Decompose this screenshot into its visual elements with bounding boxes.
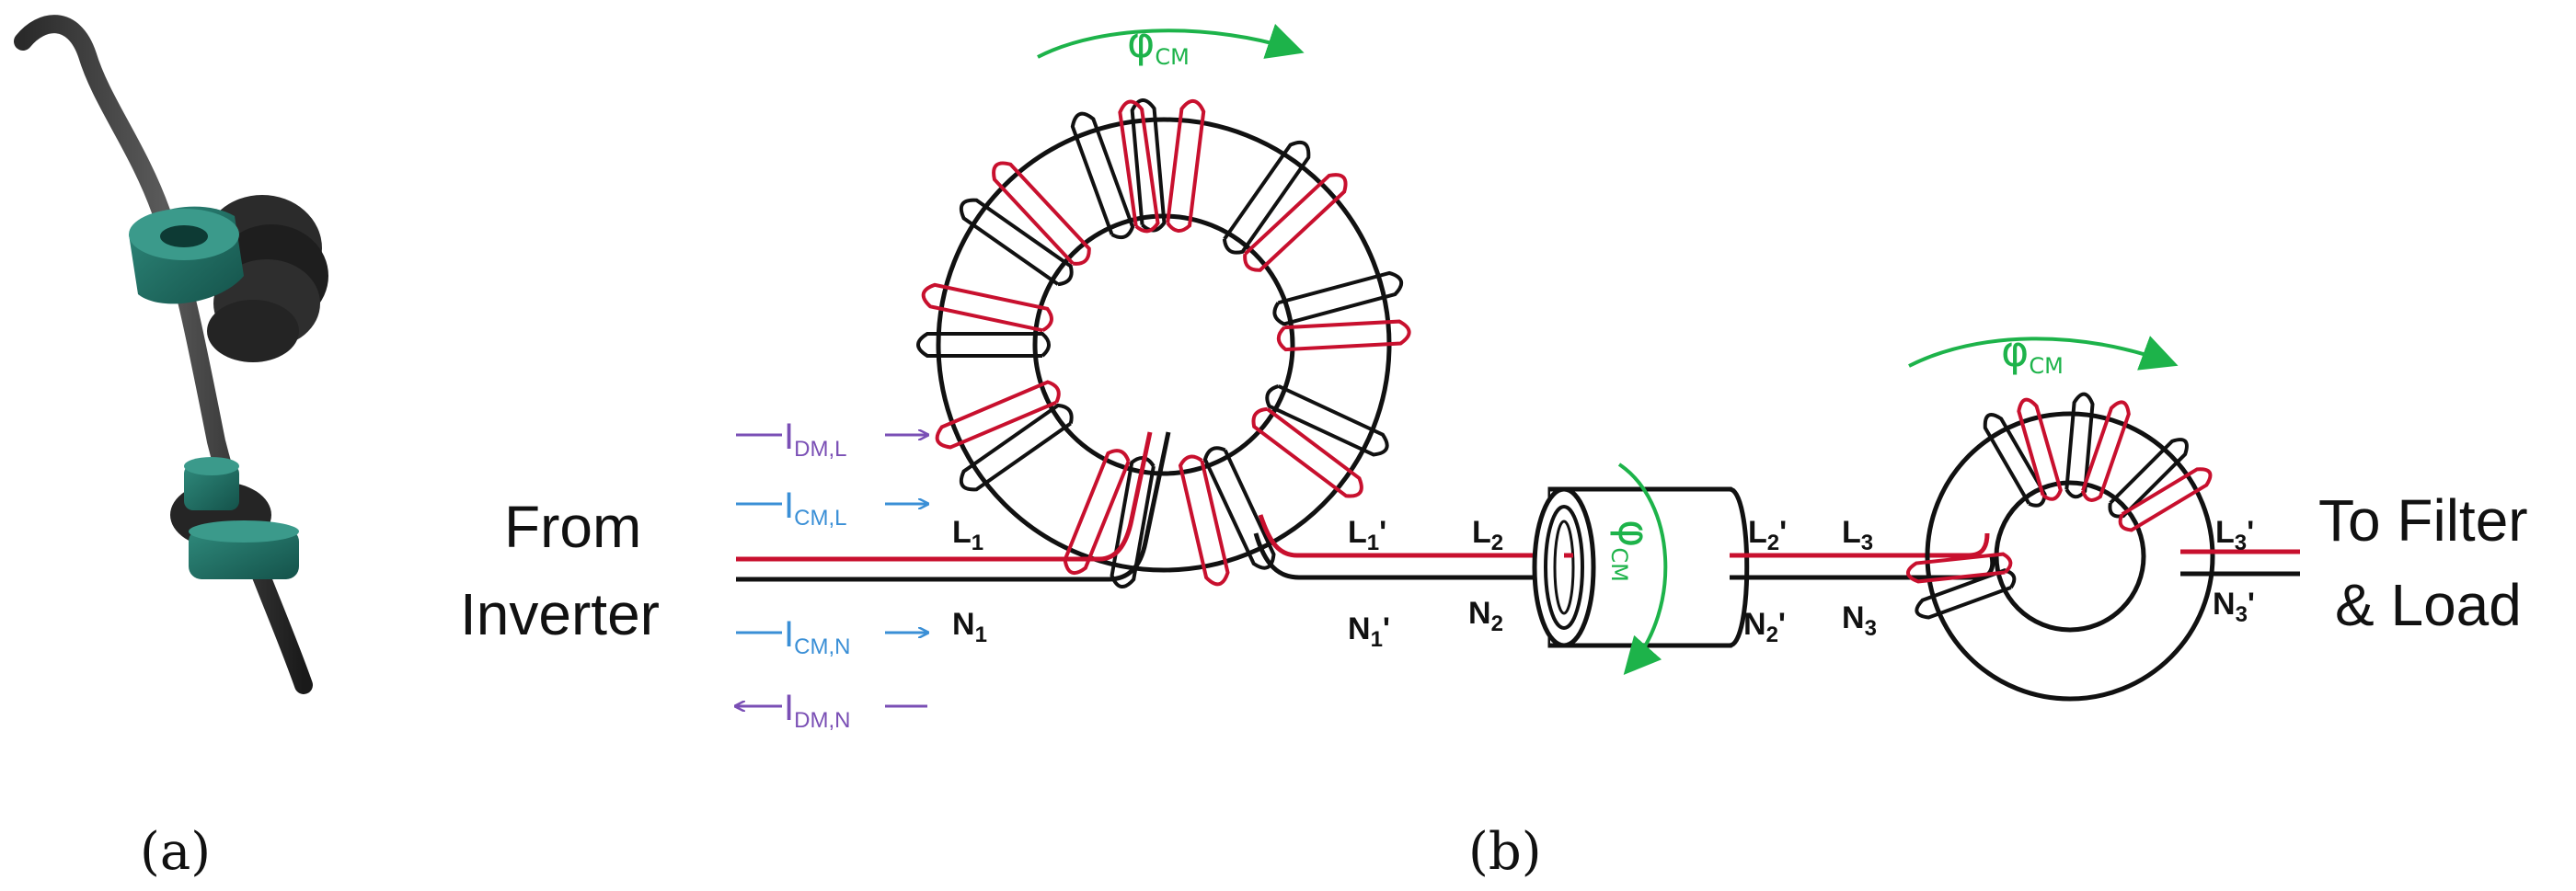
from-label-line1: From	[504, 494, 641, 560]
flux-arrow-large	[1037, 23, 1305, 59]
schematic: IDM,L ICM,L ICM,N IDM,N φCM φCM φCM From…	[460, 17, 2528, 733]
flux-arrow-small	[1908, 336, 2179, 371]
line-winding-turn	[1166, 98, 1206, 233]
neutral-winding-turn	[959, 403, 1074, 492]
line-winding-turn	[1276, 319, 1411, 352]
line-winding-turn	[1118, 99, 1160, 234]
label-i-cm-n: ICM,N	[784, 614, 850, 659]
neutral-winding-turn	[1070, 111, 1135, 240]
caption-b: (b)	[1468, 822, 1542, 882]
node-label-n1: N1	[952, 607, 987, 647]
neutral-winding-turn	[1222, 140, 1311, 255]
large-toroid	[916, 98, 1411, 588]
node-label-l1: L1	[952, 515, 983, 555]
neutral-winding-turn	[959, 198, 1074, 287]
label-i-dm-l: IDM,L	[784, 417, 846, 462]
line-winding-turn	[921, 282, 1053, 333]
node-label-n2: N2	[1468, 596, 1503, 636]
to-label-line1: To Filter	[2318, 487, 2528, 554]
line-winding-turn	[992, 161, 1091, 266]
line-winding-turn	[2017, 397, 2063, 501]
small-toroid-windings	[1905, 392, 2213, 620]
node-label-l2p: L2'	[1748, 515, 1787, 555]
node-label-l1p: L1'	[1348, 515, 1386, 555]
node-label-l2: L2	[1472, 515, 1503, 555]
line-winding-turn	[1251, 406, 1363, 498]
neutral-winding-turn	[1265, 383, 1389, 457]
line-winding-turn	[2081, 400, 2131, 502]
line-winding-turn	[1063, 449, 1131, 576]
node-label-n3: N3	[1842, 600, 1877, 641]
from-label-line2: Inverter	[460, 581, 660, 647]
large-toroid-windings	[916, 98, 1411, 588]
neutral-winding-turn	[1983, 413, 2047, 508]
neutral-winding-turn	[1915, 568, 2017, 620]
node-label-n3p: N3'	[2213, 587, 2255, 627]
label-i-cm-l: ICM,L	[784, 485, 846, 531]
ferrite-cable-photo	[14, 15, 328, 694]
node-label-n1p: N1'	[1348, 611, 1390, 652]
neutral-winding-turn	[1272, 270, 1404, 326]
neutral-winding-turn	[916, 332, 1051, 358]
line-winding-turn	[1243, 173, 1348, 272]
neutral-winding-turn	[2064, 392, 2095, 499]
ferrite-bead	[1532, 486, 1750, 648]
line-winding-turn	[1905, 552, 2013, 584]
label-flux-bead: φCM	[1606, 520, 1659, 582]
node-label-n2p: N2'	[1743, 607, 1786, 647]
node-label-l3p: L3'	[2215, 515, 2254, 555]
small-ferrite-bead	[170, 457, 299, 579]
neutral-winding-turn	[2108, 438, 2189, 519]
line-winding-turn	[935, 380, 1061, 450]
small-toroid	[1905, 392, 2215, 702]
line-winding-turn	[2118, 467, 2213, 532]
label-flux-large: φCM	[1127, 17, 1190, 70]
node-label-l3: L3	[1842, 515, 1873, 555]
neutral-winding-turn	[1110, 456, 1156, 588]
to-label-line2: & Load	[2335, 572, 2522, 638]
neutral-winding-turn	[1202, 446, 1276, 570]
flux-arrow-bead	[1617, 463, 1668, 676]
label-i-dm-n: IDM,N	[784, 688, 850, 733]
caption-a: (a)	[140, 822, 211, 882]
line-winding-turn	[1178, 454, 1230, 587]
label-flux-small: φCM	[2001, 326, 2064, 379]
